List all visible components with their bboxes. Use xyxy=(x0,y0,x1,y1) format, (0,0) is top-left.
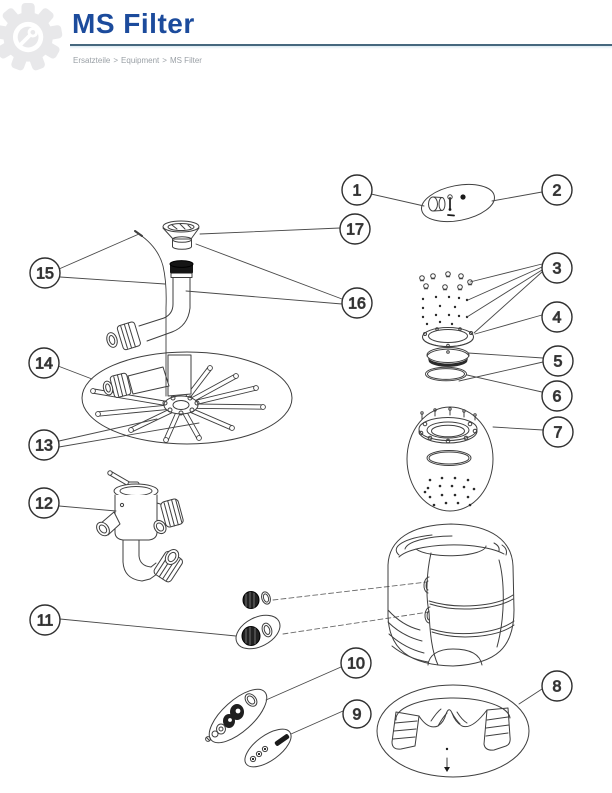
part-clamp-ring xyxy=(422,327,474,348)
gear-wrench-icon xyxy=(0,2,63,71)
part-multiport-valve xyxy=(96,470,184,583)
part-air-tube xyxy=(134,230,167,397)
part-bulkhead-fittings xyxy=(235,591,281,650)
svg-text:14: 14 xyxy=(35,356,53,373)
callout-13[interactable]: 13 xyxy=(28,429,60,461)
callout-17[interactable]: 17 xyxy=(339,213,371,245)
dome-holes xyxy=(423,476,476,507)
callout-10[interactable]: 10 xyxy=(340,647,372,679)
callout-9[interactable]: 9 xyxy=(342,699,372,729)
svg-text:11: 11 xyxy=(37,613,54,630)
callout-7[interactable]: 7 xyxy=(542,416,574,448)
svg-text:6: 6 xyxy=(553,389,562,406)
callout-14[interactable]: 14 xyxy=(28,347,60,379)
breadcrumb-item-equipment[interactable]: Equipment xyxy=(121,56,160,65)
breadcrumb-separator: > xyxy=(113,56,119,65)
part-lateral-assembly xyxy=(81,351,293,445)
svg-text:5: 5 xyxy=(554,354,563,371)
callout-2[interactable]: 2 xyxy=(541,174,573,206)
header-divider xyxy=(70,44,612,46)
part-hardware-small xyxy=(244,728,292,768)
part-tank-body xyxy=(387,523,515,667)
svg-text:2: 2 xyxy=(553,183,562,200)
part-diffuser-funnel xyxy=(162,220,200,250)
breadcrumb-separator: > xyxy=(162,56,167,65)
part-lid xyxy=(426,347,470,367)
part-screw-set xyxy=(419,271,473,326)
breadcrumb-item-current: MS Filter xyxy=(169,56,202,65)
assembly-dashed-lines xyxy=(272,581,430,635)
header-divider-glow xyxy=(70,46,612,49)
svg-text:7: 7 xyxy=(554,425,563,442)
svg-text:16: 16 xyxy=(348,296,366,313)
callout-3[interactable]: 3 xyxy=(541,252,573,284)
callout-15[interactable]: 15 xyxy=(29,257,61,289)
svg-text:12: 12 xyxy=(35,496,53,513)
svg-text:13: 13 xyxy=(35,438,53,455)
svg-text:4: 4 xyxy=(553,310,562,327)
svg-text:8: 8 xyxy=(553,679,562,696)
svg-text:3: 3 xyxy=(553,261,562,278)
part-drain-assembly xyxy=(205,688,268,744)
part-standpipe xyxy=(106,260,194,351)
callout-1[interactable]: 1 xyxy=(341,174,373,206)
callout-5[interactable]: 5 xyxy=(542,345,574,377)
part-gauge-plate xyxy=(421,183,495,223)
svg-text:10: 10 xyxy=(347,656,365,673)
callout-11[interactable]: 11 xyxy=(29,604,61,636)
part-base xyxy=(376,684,530,778)
flange-bolts xyxy=(418,407,478,444)
svg-text:1: 1 xyxy=(353,183,362,200)
breadcrumb: Ersatzteile>Equipment>MS Filter xyxy=(73,56,202,65)
leader-lines xyxy=(57,191,544,735)
callout-4[interactable]: 4 xyxy=(541,301,573,333)
breadcrumb-item-ersatzteile[interactable]: Ersatzteile xyxy=(73,56,111,65)
svg-text:15: 15 xyxy=(36,266,54,283)
part-lid-oring xyxy=(425,366,467,382)
callout-6[interactable]: 6 xyxy=(541,380,573,412)
svg-text:9: 9 xyxy=(353,707,362,724)
svg-text:17: 17 xyxy=(346,222,364,239)
callout-12[interactable]: 12 xyxy=(28,487,60,519)
callout-16[interactable]: 16 xyxy=(341,287,373,319)
page-title: MS Filter xyxy=(72,8,195,39)
callout-8[interactable]: 8 xyxy=(541,670,573,702)
part-upper-dome xyxy=(406,406,494,512)
